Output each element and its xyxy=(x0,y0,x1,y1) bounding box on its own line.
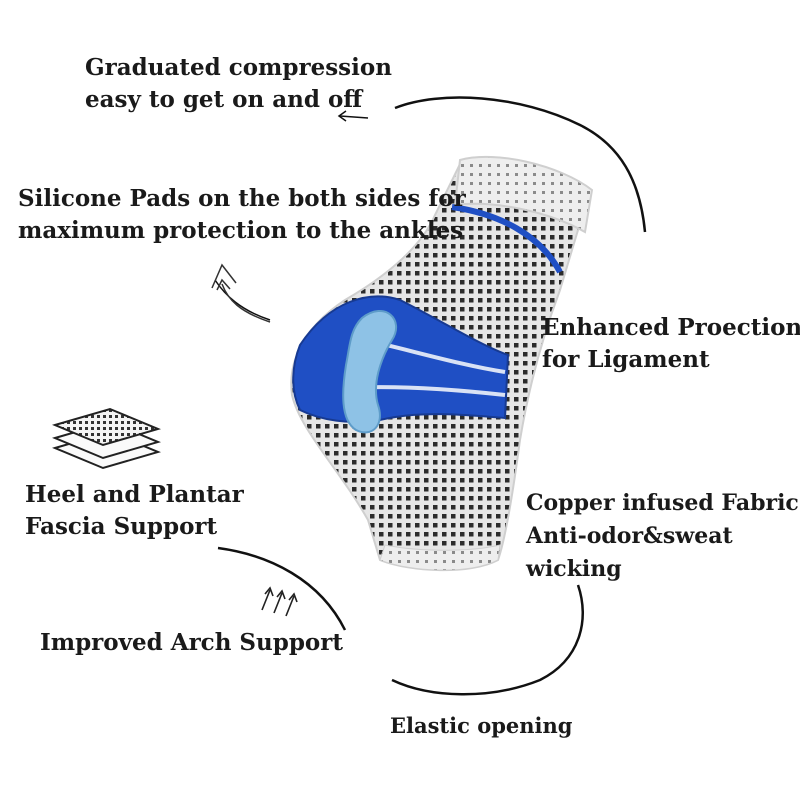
label-line: maximum protection to the ankles xyxy=(18,217,464,244)
arch-support-label: Improved Arch Support xyxy=(40,627,343,659)
copper-fabric-label: Copper infused Fabric Anti-odor&sweat wi… xyxy=(526,487,799,586)
graduated-compression-label: Graduated compression easy to get on and… xyxy=(85,52,392,116)
label-line: Silicone Pads on the both sides for xyxy=(18,185,466,212)
label-line: easy to get on and off xyxy=(85,86,363,113)
curved-arrow-left-icon xyxy=(337,110,369,122)
label-line: Copper infused Fabric xyxy=(526,490,799,516)
layered-mesh-icon xyxy=(51,407,162,470)
label-line: wicking xyxy=(526,556,622,582)
curved-arrow-up-icon xyxy=(211,263,271,323)
arch-arrows-icon xyxy=(261,586,298,617)
heel-plantar-label: Heel and Plantar Fascia Support xyxy=(25,479,244,543)
label-line: Graduated compression xyxy=(85,54,392,81)
enhanced-protection-label: Enhanced Proection for Ligament xyxy=(542,312,800,376)
label-line: Heel and Plantar xyxy=(25,481,244,508)
label-line: Elastic opening xyxy=(390,713,573,738)
ankle-sleeve xyxy=(290,155,594,572)
silicone-pads-label: Silicone Pads on the both sides for maxi… xyxy=(18,183,466,247)
label-line: Fascia Support xyxy=(25,513,218,540)
label-line: for Ligament xyxy=(542,346,710,373)
label-line: Improved Arch Support xyxy=(40,629,343,656)
decorative-arcs xyxy=(214,96,647,696)
label-line: Anti-odor&sweat xyxy=(526,523,733,549)
elastic-opening-label: Elastic opening xyxy=(390,710,572,742)
label-line: Enhanced Proection xyxy=(542,314,800,341)
